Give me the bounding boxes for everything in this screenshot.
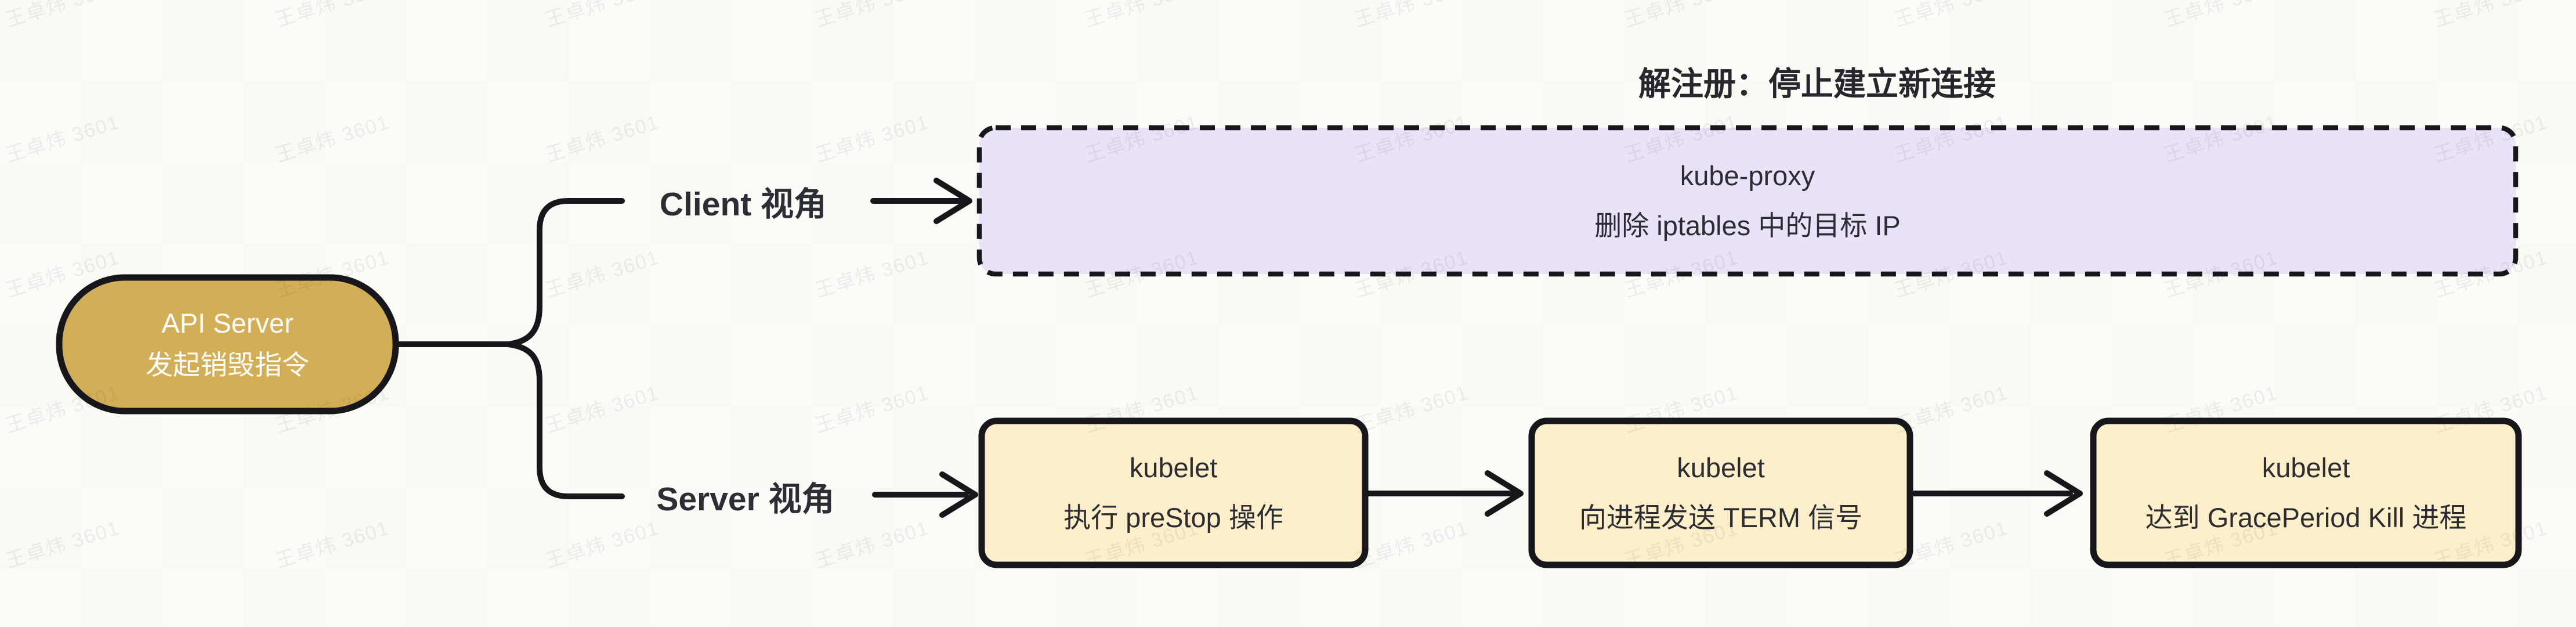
client-node: kube-proxy 删除 iptables 中的目标 IP: [979, 128, 2516, 274]
root-node-line2: 发起销毁指令: [146, 349, 309, 380]
client-node-shape: [976, 125, 2519, 277]
client-node-line1: kube-proxy: [1680, 160, 1815, 191]
server-node-2: kubelet 向进程发送 TERM 信号: [1532, 421, 1910, 565]
branch-upper-line: [505, 198, 625, 347]
root-node-line1: API Server: [161, 308, 294, 338]
server-node-3-line1: kubelet: [2262, 452, 2350, 483]
server-arrow-head: [939, 471, 978, 518]
client-branch-label: Client 视角: [659, 186, 827, 223]
client-node-line2: 删除 iptables 中的目标 IP: [1594, 210, 1901, 241]
server-branch-label: Server 视角: [656, 481, 835, 518]
client-arrow-head: [934, 178, 972, 224]
root-node: API Server 发起销毁指令: [59, 278, 396, 411]
server-node-1-line1: kubelet: [1129, 452, 1218, 483]
server-node1-shape: [978, 417, 1369, 568]
server-node-2-line1: kubelet: [1677, 452, 1765, 483]
deregister-annotation: 解注册：停止建立新连接: [1638, 65, 1996, 102]
arrow3-head: [2044, 470, 2083, 517]
branch-lower-line: [505, 341, 625, 499]
server-node3-shape: [2090, 417, 2522, 568]
server-node2-shape: [1528, 417, 1913, 568]
server-node-3: kubelet 达到 GracePeriod Kill 进程: [2093, 421, 2519, 565]
server-node-2-line2: 向进程发送 TERM 信号: [1579, 502, 1863, 533]
server-node-1: kubelet 执行 preStop 操作: [982, 421, 1365, 565]
arrow2-head: [1485, 470, 1524, 517]
server-node-3-line2: 达到 GracePeriod Kill 进程: [2145, 502, 2467, 533]
server-node-1-line2: 执行 preStop 操作: [1063, 502, 1283, 533]
